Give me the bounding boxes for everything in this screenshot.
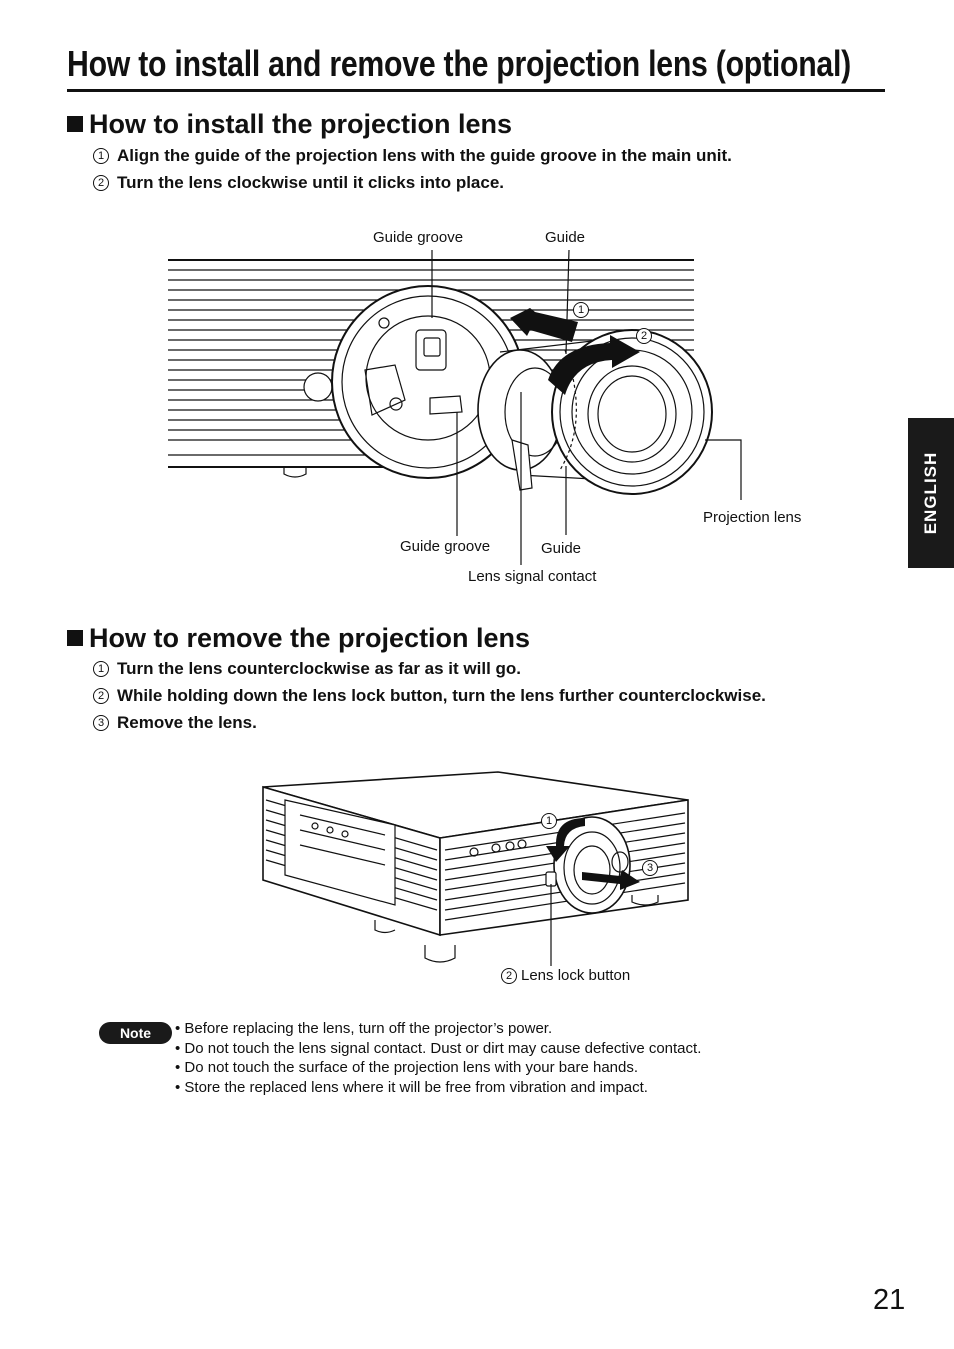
note-item: • Do not touch the surface of the projec… <box>175 1059 639 1076</box>
remove-step-2: 2 While holding down the lens lock butto… <box>93 686 766 706</box>
remove-heading: How to remove the projection lens <box>67 622 530 654</box>
callout-2: 2 <box>501 968 517 984</box>
callout-2: 2 <box>636 328 652 344</box>
step-text: Turn the lens counterclockwise as far as… <box>117 659 522 678</box>
step-text: Turn the lens clockwise until it clicks … <box>117 173 505 192</box>
step-number: 1 <box>93 148 109 164</box>
note-item: • Store the replaced lens where it will … <box>175 1078 648 1096</box>
label-projection-lens: Projection lens <box>703 509 802 526</box>
step-number: 1 <box>93 661 109 677</box>
callout-1: 1 <box>573 302 589 318</box>
remove-step-3: 3 Remove the lens. <box>93 713 257 733</box>
label-lens-signal-contact: Lens signal contact <box>468 568 597 585</box>
remove-heading-text: How to remove the projection lens <box>89 623 531 653</box>
note-list: • Before replacing the lens, turn off th… <box>175 1019 701 1097</box>
step-text: While holding down the lens lock button,… <box>117 686 766 705</box>
note-badge: Note <box>99 1022 172 1044</box>
install-illustration <box>168 249 742 565</box>
step-text: Remove the lens. <box>117 713 257 732</box>
step-number: 3 <box>93 715 109 731</box>
remove-illustration <box>262 771 689 966</box>
square-bullet-icon <box>67 116 83 132</box>
page-number: 21 <box>873 1284 906 1316</box>
install-step-2: 2 Turn the lens clockwise until it click… <box>93 173 504 193</box>
install-heading-text: How to install the projection lens <box>89 109 513 139</box>
label-guide-groove-top: Guide groove <box>373 229 464 246</box>
label-guide-top: Guide <box>545 229 586 246</box>
language-tab: ENGLISH <box>908 418 954 568</box>
step-number: 2 <box>93 175 109 191</box>
page-title: How to install and remove the projection… <box>67 43 851 84</box>
note-item: • Before replacing the lens, turn off th… <box>175 1020 553 1037</box>
label-guide-bottom: Guide <box>541 540 582 557</box>
square-bullet-icon <box>67 630 83 646</box>
label-lens-lock-button: 2 Lens lock button <box>501 967 630 985</box>
step-text: Align the guide of the projection lens w… <box>117 146 732 165</box>
step-number: 2 <box>93 688 109 704</box>
label-guide-groove-bottom: Guide groove <box>400 538 491 555</box>
label-lens-lock-button-text: Lens lock button <box>521 967 631 984</box>
remove-step-1: 1 Turn the lens counterclockwise as far … <box>93 659 521 679</box>
install-heading: How to install the projection lens <box>67 108 512 140</box>
callout-1: 1 <box>541 813 557 829</box>
callout-3: 3 <box>642 860 658 876</box>
title-rule <box>67 89 885 92</box>
install-step-1: 1 Align the guide of the projection lens… <box>93 146 732 166</box>
note-item: • Do not touch the lens signal contact. … <box>175 1039 702 1057</box>
